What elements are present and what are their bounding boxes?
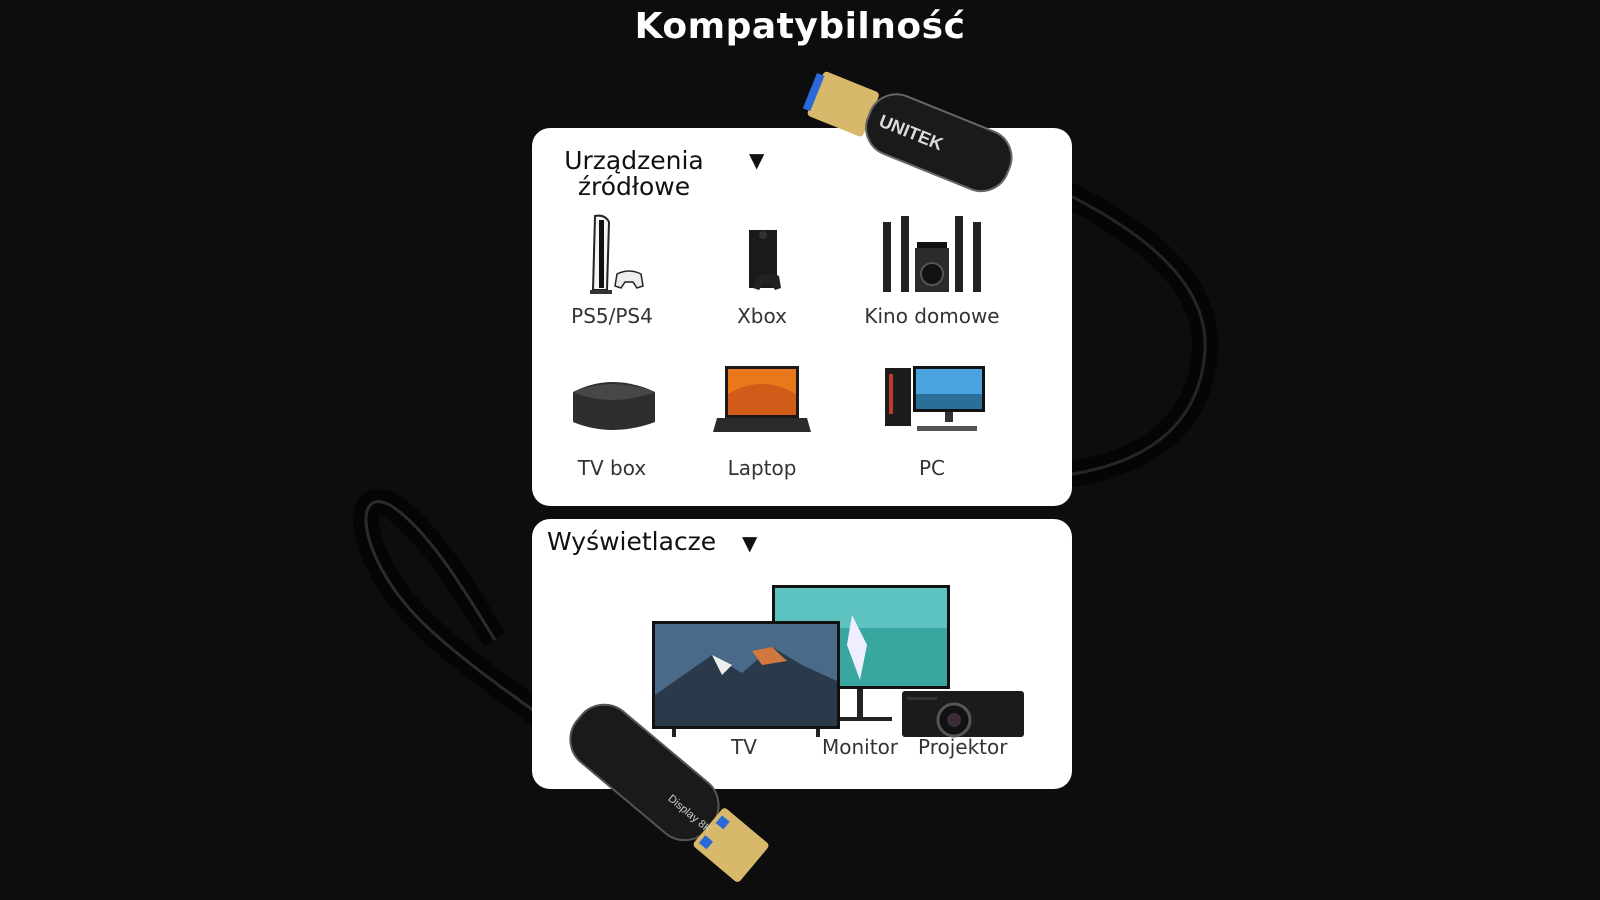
device-label: PC [918,456,946,480]
source-dropdown-arrow[interactable]: ▼ [749,148,765,172]
device-laptop: Laptop [682,364,842,480]
device-label: Kino domowe [864,304,1000,328]
device-label: Xbox [737,304,787,328]
source-heading-line2: źródłowe [577,172,691,201]
page-title: Kompatybilność [634,6,966,47]
source-heading-line1: Urządzenia [564,146,704,175]
tip-text: Display 8K [665,793,713,836]
displays-heading: Wyświetlacze [547,527,717,556]
device-pc: PC [852,364,1012,480]
device-tv-box: TV box [532,364,692,480]
projector-icon [902,691,1024,738]
display-label-monitor: Monitor [822,735,899,759]
tv-icon [652,621,840,737]
xbox-icon [749,230,781,290]
device-label: Laptop [727,456,797,480]
displays-dropdown-arrow[interactable]: ▼ [742,531,758,555]
tv-box-icon [573,382,655,430]
displays-panel: Wyświetlacze ▼ TV Moni [532,519,1072,789]
source-devices-panel: Urządzenia źródłowe ▼ PS5/PS4 Xbox [532,128,1072,506]
display-label-projector: Projektor [918,735,1008,759]
device-home-theater: Kino domowe [852,212,1012,328]
console-icon [590,214,644,294]
laptop-icon [713,366,811,432]
source-heading: Urządzenia źródłowe [544,148,724,200]
display-label-tv: TV [731,735,757,759]
pc-icon [885,366,985,431]
device-xbox: Xbox [682,212,842,328]
device-ps5: PS5/PS4 [532,212,692,328]
device-label: PS5/PS4 [571,304,653,328]
home-theater-icon [883,216,981,292]
displays-illustration [652,585,1024,738]
device-label: TV box [577,456,647,480]
